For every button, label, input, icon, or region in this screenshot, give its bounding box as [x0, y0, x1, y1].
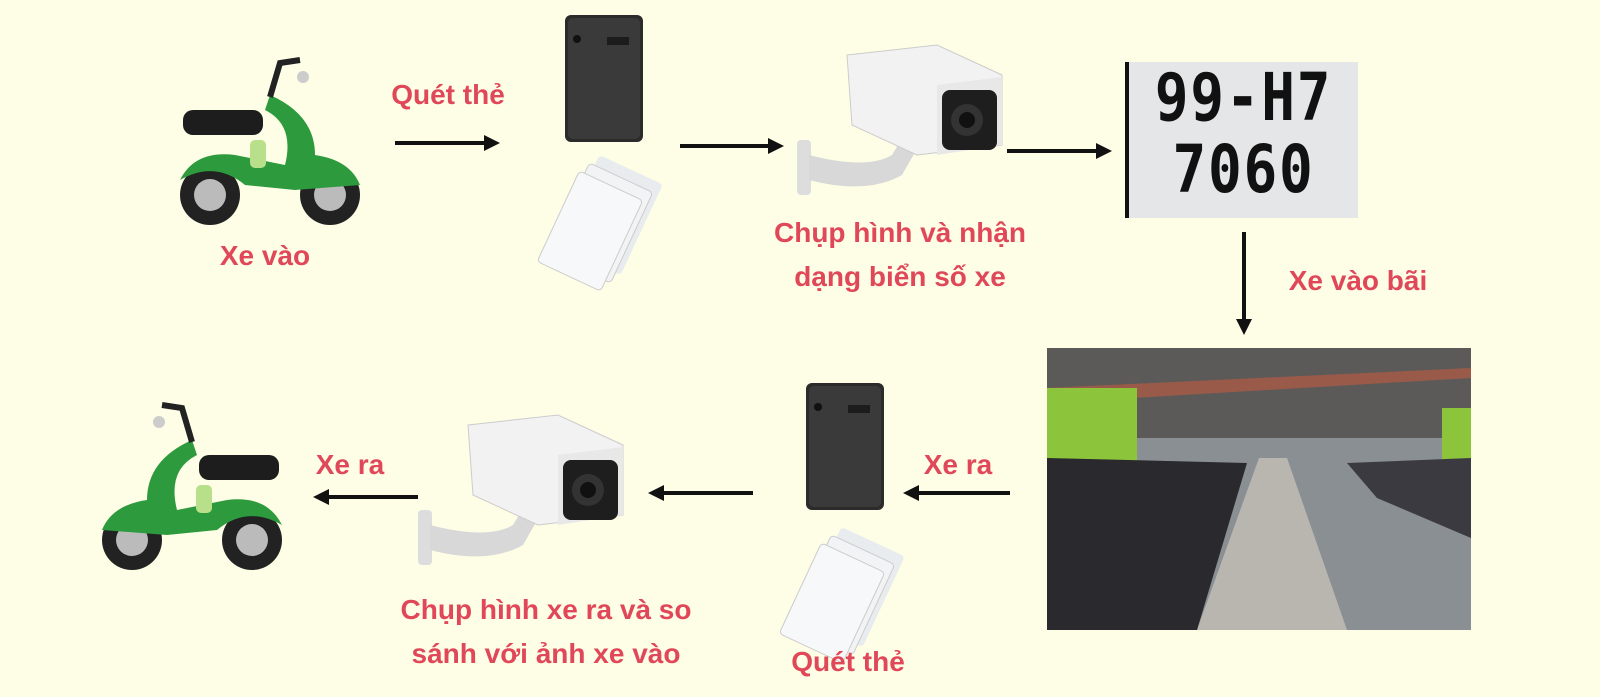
label-exit-capture-line1: Chụp hình xe ra và so — [400, 594, 692, 625]
label-entry-scan: Quét thẻ — [391, 79, 505, 110]
label-exit-capture: Chụp hình xe ra và so sánh với ảnh xe và… — [401, 588, 692, 676]
camera-entry-icon — [796, 44, 1003, 196]
label-exit-capture-line2: sánh với ảnh xe vào — [411, 638, 681, 669]
camera-exit-icon — [417, 414, 624, 566]
label-into-lot: Xe vào bãi — [1288, 265, 1428, 296]
rfid-cards-exit-icon — [778, 526, 906, 664]
license-plate-image: 99-H7 7060 — [1125, 62, 1358, 218]
label-entry-capture-line2: dạng biển số xe — [794, 261, 1006, 292]
scooter-exit-icon — [97, 400, 287, 575]
card-reader-exit-icon — [806, 383, 884, 510]
label-entry-vehicle: Xe vào — [219, 240, 311, 271]
rfid-cards-entry-icon — [536, 154, 664, 292]
label-exit-vehicle: Xe ra — [315, 449, 385, 480]
label-exit-scan: Quét thẻ — [791, 646, 905, 677]
parking-lot-photo — [1047, 348, 1471, 630]
label-exit-from-lot: Xe ra — [923, 449, 993, 480]
plate-line1: 99-H7 — [1154, 59, 1333, 136]
label-entry-capture: Chụp hình và nhận dạng biển số xe — [774, 211, 1026, 299]
plate-line2: 7060 — [1172, 131, 1315, 208]
label-entry-capture-line1: Chụp hình và nhận — [774, 217, 1026, 248]
card-reader-entry-icon — [565, 15, 643, 142]
